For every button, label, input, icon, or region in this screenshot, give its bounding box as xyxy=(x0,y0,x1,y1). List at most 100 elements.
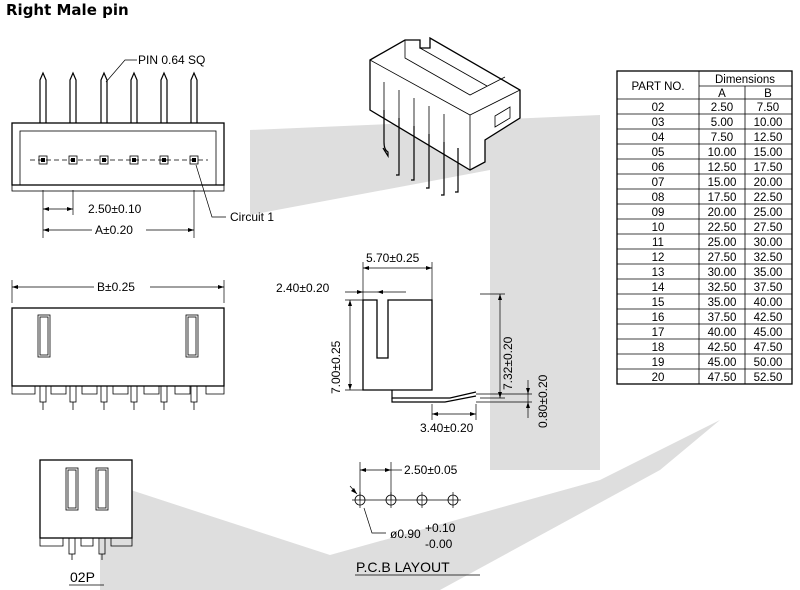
dim-b-cell: 15.00 xyxy=(754,147,783,159)
dim-b-cell: 22.50 xyxy=(754,192,783,204)
table-row: 19 45.00 50.00 xyxy=(652,357,783,369)
view-02p: 02P xyxy=(39,459,133,586)
part-no-cell: 12 xyxy=(652,252,665,264)
isometric-pins xyxy=(382,110,459,196)
dim-a-cell: 25.00 xyxy=(708,237,737,249)
pcb-layout-label: P.C.B LAYOUT xyxy=(356,559,450,575)
dim-b-cell: 20.00 xyxy=(754,177,783,189)
pin-size-label: PIN 0.64 SQ xyxy=(138,53,205,67)
dim-b-cell: 45.00 xyxy=(754,327,783,339)
dim-a-cell: 10.00 xyxy=(708,147,737,159)
part-no-cell: 19 xyxy=(652,357,665,369)
page-title: Right Male pin xyxy=(6,1,129,19)
isometric-view xyxy=(369,36,521,196)
dim-a-cell: 45.00 xyxy=(708,357,737,369)
front-view: PIN 0.64 SQ 2.50±0.10 A±0.20 Circuit 1 xyxy=(11,53,274,238)
dim-a-cell: 30.00 xyxy=(708,267,737,279)
part-no-cell: 16 xyxy=(652,312,665,324)
a-dimension-label: A±0.20 xyxy=(95,223,133,237)
part-no-cell: 08 xyxy=(652,192,665,204)
dim-a-cell: 22.50 xyxy=(708,222,737,234)
top-view-housing xyxy=(11,307,225,387)
dim-a-cell: 37.50 xyxy=(708,312,737,324)
dim-b-cell: 7.50 xyxy=(757,102,779,114)
part-no-cell: 04 xyxy=(652,132,665,144)
part-no-cell: 05 xyxy=(652,147,665,159)
pin-size-leader xyxy=(105,59,137,83)
table-header-part-no: PART NO. xyxy=(631,81,684,93)
table-header-b: B xyxy=(764,88,772,100)
dim-a-cell: 27.50 xyxy=(708,252,737,264)
part-no-cell: 09 xyxy=(652,207,665,219)
watermark-swoosh xyxy=(100,115,720,590)
part-no-cell: 10 xyxy=(652,222,665,234)
height-label: 7.00±0.25 xyxy=(329,340,343,394)
dim-b-cell: 35.00 xyxy=(754,267,783,279)
part-no-cell: 02 xyxy=(652,102,665,114)
dim-a-cell: 20.00 xyxy=(708,207,737,219)
part-no-cell: 06 xyxy=(652,162,665,174)
dim-a-cell: 35.00 xyxy=(708,297,737,309)
pin-length-label: 3.40±0.20 xyxy=(420,421,474,435)
view-02p-housing xyxy=(39,459,133,539)
front-view-pins xyxy=(39,71,198,123)
dim-a-cell: 5.00 xyxy=(711,117,733,129)
dim-a-cell: 17.50 xyxy=(708,192,737,204)
part-no-cell: 03 xyxy=(652,117,665,129)
table-row: 03 5.00 10.00 xyxy=(652,117,783,129)
table-row: 06 12.50 17.50 xyxy=(652,162,783,174)
dim-b-cell: 32.50 xyxy=(754,252,783,264)
dim-b-cell: 52.50 xyxy=(754,372,783,384)
table-row: 05 10.00 15.00 xyxy=(652,147,783,159)
part-no-cell: 07 xyxy=(652,177,665,189)
table-row: 12 27.50 32.50 xyxy=(652,252,783,264)
dim-a-cell: 47.50 xyxy=(708,372,737,384)
pcb-holes xyxy=(352,492,461,508)
top-view: B±0.25 xyxy=(11,279,225,410)
hole-tol-plus: +0.10 xyxy=(425,521,456,535)
offset-label: 2.40±0.20 xyxy=(276,281,330,295)
hole-tol-minus: -0.00 xyxy=(425,537,453,551)
side-view-pin xyxy=(391,390,477,399)
table-row: 04 7.50 12.50 xyxy=(652,132,783,144)
front-view-housing xyxy=(11,122,225,186)
dim-b-cell: 50.00 xyxy=(754,357,783,369)
top-view-pin-tails xyxy=(39,385,198,410)
table-row: 09 20.00 25.00 xyxy=(652,207,783,219)
dim-b-cell: 37.50 xyxy=(754,282,783,294)
dim-b-cell: 27.50 xyxy=(754,222,783,234)
thickness-label: 0.80±0.20 xyxy=(536,374,550,428)
pcb-pitch-label: 2.50±0.05 xyxy=(404,463,458,477)
circuit-1-label: Circuit 1 xyxy=(230,210,274,224)
dim-a-cell: 40.00 xyxy=(708,327,737,339)
width-label: 5.70±0.25 xyxy=(366,251,420,265)
part-no-cell: 17 xyxy=(652,327,665,339)
part-no-cell: 11 xyxy=(652,237,664,249)
dim-b-cell: 25.00 xyxy=(754,207,783,219)
dim-a-cell: 12.50 xyxy=(708,162,737,174)
dim-b-cell: 10.00 xyxy=(754,117,783,129)
part-no-cell: 15 xyxy=(652,297,665,309)
table-header-dimensions: Dimensions xyxy=(715,74,775,86)
top-view-latch-left xyxy=(37,314,51,358)
front-view-base xyxy=(11,184,225,192)
table-header-a: A xyxy=(718,88,726,100)
circuit-1-leader xyxy=(195,164,226,218)
dim-a-cell: 7.50 xyxy=(711,132,733,144)
hole-size-label: ø0.90 xyxy=(390,527,421,541)
pin-height-label: 7.32±0.20 xyxy=(501,336,515,390)
side-view: 5.70±0.25 2.40±0.20 3.40±0.20 7.00±0.25 xyxy=(276,251,550,435)
dim-b-cell: 12.50 xyxy=(754,132,783,144)
dim-b-cell: 17.50 xyxy=(754,162,783,174)
